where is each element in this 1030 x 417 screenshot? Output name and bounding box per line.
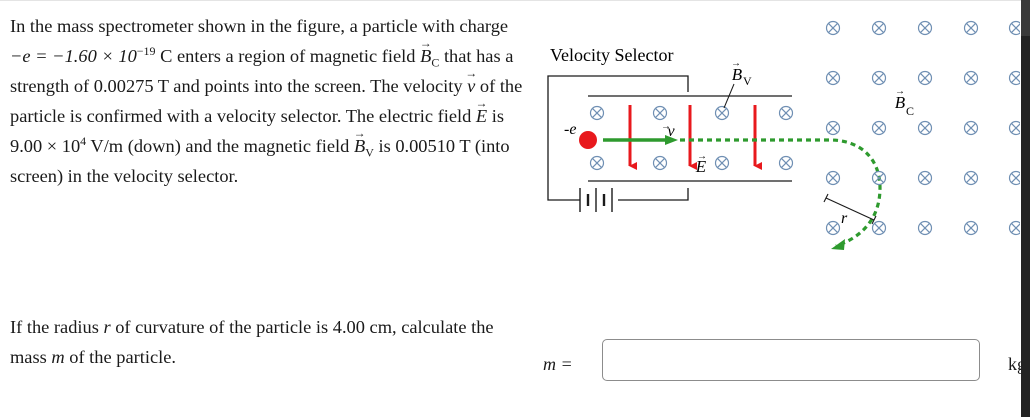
- into-screen-symbol: [825, 20, 841, 36]
- question-part: of the particle.: [64, 347, 176, 367]
- v-label-text: v: [667, 123, 675, 140]
- into-screen-symbol: [917, 170, 933, 186]
- into-screen-symbol: [871, 70, 887, 86]
- problem-text: V/m (down) and the magnetic field: [86, 136, 354, 156]
- into-screen-symbol: [963, 70, 979, 86]
- into-screen-symbol: [917, 20, 933, 36]
- charge-expression: −e = −1.60 × 10: [10, 46, 137, 66]
- velocity-selector-title: Velocity Selector: [550, 45, 673, 65]
- question-text: If the radius r of curvature of the part…: [10, 312, 525, 372]
- problem-text: that has a strength of 0.00275 T and poi…: [10, 46, 514, 96]
- mass-spectrometer-diagram: Velocity Selector -e → v → E: [547, 20, 1020, 250]
- bv-symbol: B: [354, 131, 365, 161]
- mass-answer-input[interactable]: [602, 339, 980, 381]
- answer-label: m =: [543, 354, 573, 375]
- into-screen-symbol: [963, 120, 979, 136]
- bc-label: → B C: [895, 86, 914, 118]
- into-screen-symbol: [589, 155, 605, 171]
- problem-text: C enters a region of magnetic field: [155, 46, 421, 66]
- problem-text: In the mass spectrometer shown in the fi…: [10, 16, 509, 36]
- selector-bfield-symbols: [589, 105, 794, 171]
- e-label-text: E: [695, 157, 707, 176]
- svg-text:→: →: [661, 121, 671, 132]
- radius-symbol: r: [103, 317, 111, 337]
- into-screen-symbol: [917, 220, 933, 236]
- into-screen-symbol: [1008, 20, 1020, 36]
- scrollbar-thumb[interactable]: [1021, 36, 1030, 417]
- into-screen-symbol: [871, 20, 887, 36]
- into-screen-symbol: [1008, 120, 1020, 136]
- svg-text:→: →: [895, 86, 905, 97]
- into-screen-symbol: [778, 105, 794, 121]
- into-screen-symbol: [714, 155, 730, 171]
- into-screen-symbol: [871, 120, 887, 136]
- into-screen-symbol: [963, 20, 979, 36]
- bc-subscript: C: [431, 55, 440, 70]
- into-screen-symbol: [778, 155, 794, 171]
- into-screen-symbol: [652, 105, 668, 121]
- into-screen-symbol: [825, 220, 841, 236]
- svg-text:→: →: [731, 58, 741, 69]
- e-label: → E: [695, 151, 707, 176]
- into-screen-symbol: [652, 155, 668, 171]
- bc-label-sub: C: [906, 104, 914, 118]
- trajectory-arrowhead: [831, 239, 845, 250]
- problem-text: is 0.00510 T (into screen) in the veloci…: [10, 136, 510, 186]
- problem-statement: In the mass spectrometer shown in the fi…: [10, 11, 525, 191]
- r-label: r: [841, 210, 848, 227]
- e-exponent: 4: [80, 133, 87, 148]
- bv-label-sub: V: [743, 74, 752, 88]
- bv-label-text: B: [732, 65, 743, 84]
- svg-text:→: →: [697, 151, 707, 162]
- into-screen-symbol: [1008, 70, 1020, 86]
- velocity-arrowhead: [665, 135, 678, 145]
- answer-label-text: m =: [543, 354, 573, 374]
- v-symbol: v: [467, 71, 475, 101]
- top-divider: [0, 0, 1030, 1]
- into-screen-symbol: [917, 120, 933, 136]
- question-part: of curvature of the particle is 4.00 cm,…: [10, 317, 494, 367]
- charge-exponent: −19: [136, 43, 156, 58]
- v-label: → v: [661, 121, 675, 140]
- problem-text: is 9.00 × 10: [10, 106, 504, 156]
- particle-trajectory: [680, 138, 882, 248]
- into-screen-symbol: [1008, 220, 1020, 236]
- into-screen-symbol: [871, 220, 887, 236]
- into-screen-symbol: [963, 170, 979, 186]
- into-screen-symbol: [714, 105, 730, 121]
- into-screen-symbol: [589, 105, 605, 121]
- into-screen-symbol: [825, 170, 841, 186]
- bc-label-text: B: [895, 93, 906, 112]
- into-screen-symbol: [871, 170, 887, 186]
- into-screen-symbol: [963, 220, 979, 236]
- mass-symbol: m: [51, 347, 65, 367]
- bv-pointer-line: [723, 83, 735, 109]
- particle: [579, 131, 597, 149]
- region-bfield-symbols: [825, 20, 1020, 236]
- bc-symbol: B: [420, 41, 431, 71]
- radius-marker: [823, 193, 877, 225]
- into-screen-symbol: [825, 70, 841, 86]
- into-screen-symbol: [917, 70, 933, 86]
- selector-circuit: [547, 75, 689, 201]
- into-screen-symbol: [1008, 170, 1020, 186]
- charge-label: -e: [564, 121, 576, 138]
- battery-icon: [579, 188, 613, 212]
- bv-label: → B V: [731, 58, 752, 88]
- question-part: If the radius: [10, 317, 104, 337]
- e-symbol: E: [476, 101, 487, 131]
- into-screen-symbol: [825, 120, 841, 136]
- bv-subscript: V: [365, 145, 374, 160]
